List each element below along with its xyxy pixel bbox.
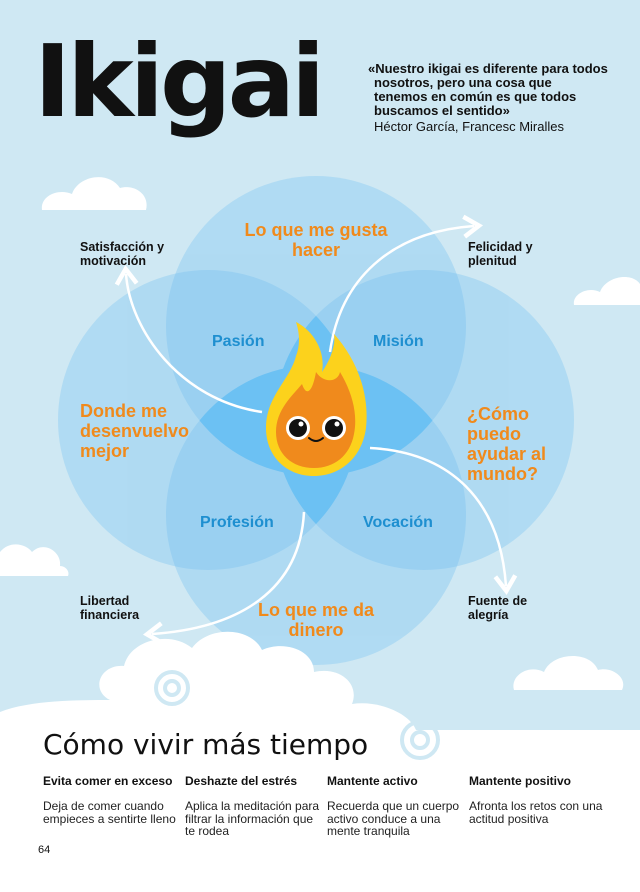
cloud-icon xyxy=(513,655,624,690)
circle-label-skills: Donde me desenvuelvo mejor xyxy=(80,401,190,461)
arrow-icon xyxy=(328,214,484,353)
outcome-freedom: Libertad financiera xyxy=(80,594,140,622)
circle-label-money: Lo que me da dinero xyxy=(257,600,374,640)
tip-column: Mantente activo Recuerda que un cuerpo a… xyxy=(327,774,463,838)
quote-block: «Nuestro ikigai es diferente para todos … xyxy=(368,62,608,134)
tip-column: Deshazte del estrés Aplica la meditación… xyxy=(185,774,321,838)
tip-text: Aplica la meditación para filtrar la inf… xyxy=(185,799,320,838)
tip-column: Evita comer en exceso Deja de comer cuan… xyxy=(43,774,179,825)
tip-heading: Deshazte del estrés xyxy=(185,774,298,788)
section-title: Cómo vivir más tiempo xyxy=(43,728,369,761)
flame-mascot-icon xyxy=(266,322,367,476)
quote-text: «Nuestro ikigai es diferente para todos … xyxy=(368,61,608,118)
outcome-satisfaction: Satisfacción y motivación xyxy=(80,240,165,268)
cloud-icon xyxy=(0,544,69,576)
circle-label-world: ¿Cómo puedo ayudar al mundo? xyxy=(467,404,547,484)
arrow-icon xyxy=(369,446,518,596)
circle-label-passion-source: Lo que me gusta hacer xyxy=(244,220,388,260)
tip-text: Afronta los retos con una actitud positi… xyxy=(469,799,603,826)
arrow-icon xyxy=(142,511,306,646)
overlap-label-vocation: Vocación xyxy=(363,514,433,531)
tip-text: Recuerda que un cuerpo activo conduce a … xyxy=(327,799,460,838)
outcome-happiness: Felicidad y plenitud xyxy=(468,240,533,268)
quote-author: Héctor García, Francesc Miralles xyxy=(374,119,564,134)
overlap-label-profession: Profesión xyxy=(200,514,274,531)
arrow-icon xyxy=(114,264,263,414)
outcome-joy: Fuente de alegría xyxy=(468,594,528,622)
overlap-label-mission: Misión xyxy=(373,333,424,350)
overlap-label-passion: Pasión xyxy=(212,333,265,350)
page-number: 64 xyxy=(38,844,51,856)
cloud-icon xyxy=(573,277,640,305)
tip-heading: Evita comer en exceso xyxy=(43,774,173,788)
tip-text: Deja de comer cuando empieces a sentirte… xyxy=(43,799,176,826)
cloud-icon xyxy=(41,177,147,210)
tip-heading: Mantente positivo xyxy=(469,774,572,788)
cloud-icon xyxy=(0,631,640,892)
tip-heading: Mantente activo xyxy=(327,774,418,788)
tip-column: Mantente positivo Afronta los retos con … xyxy=(469,774,605,825)
page-title: Ikigai xyxy=(34,23,325,140)
